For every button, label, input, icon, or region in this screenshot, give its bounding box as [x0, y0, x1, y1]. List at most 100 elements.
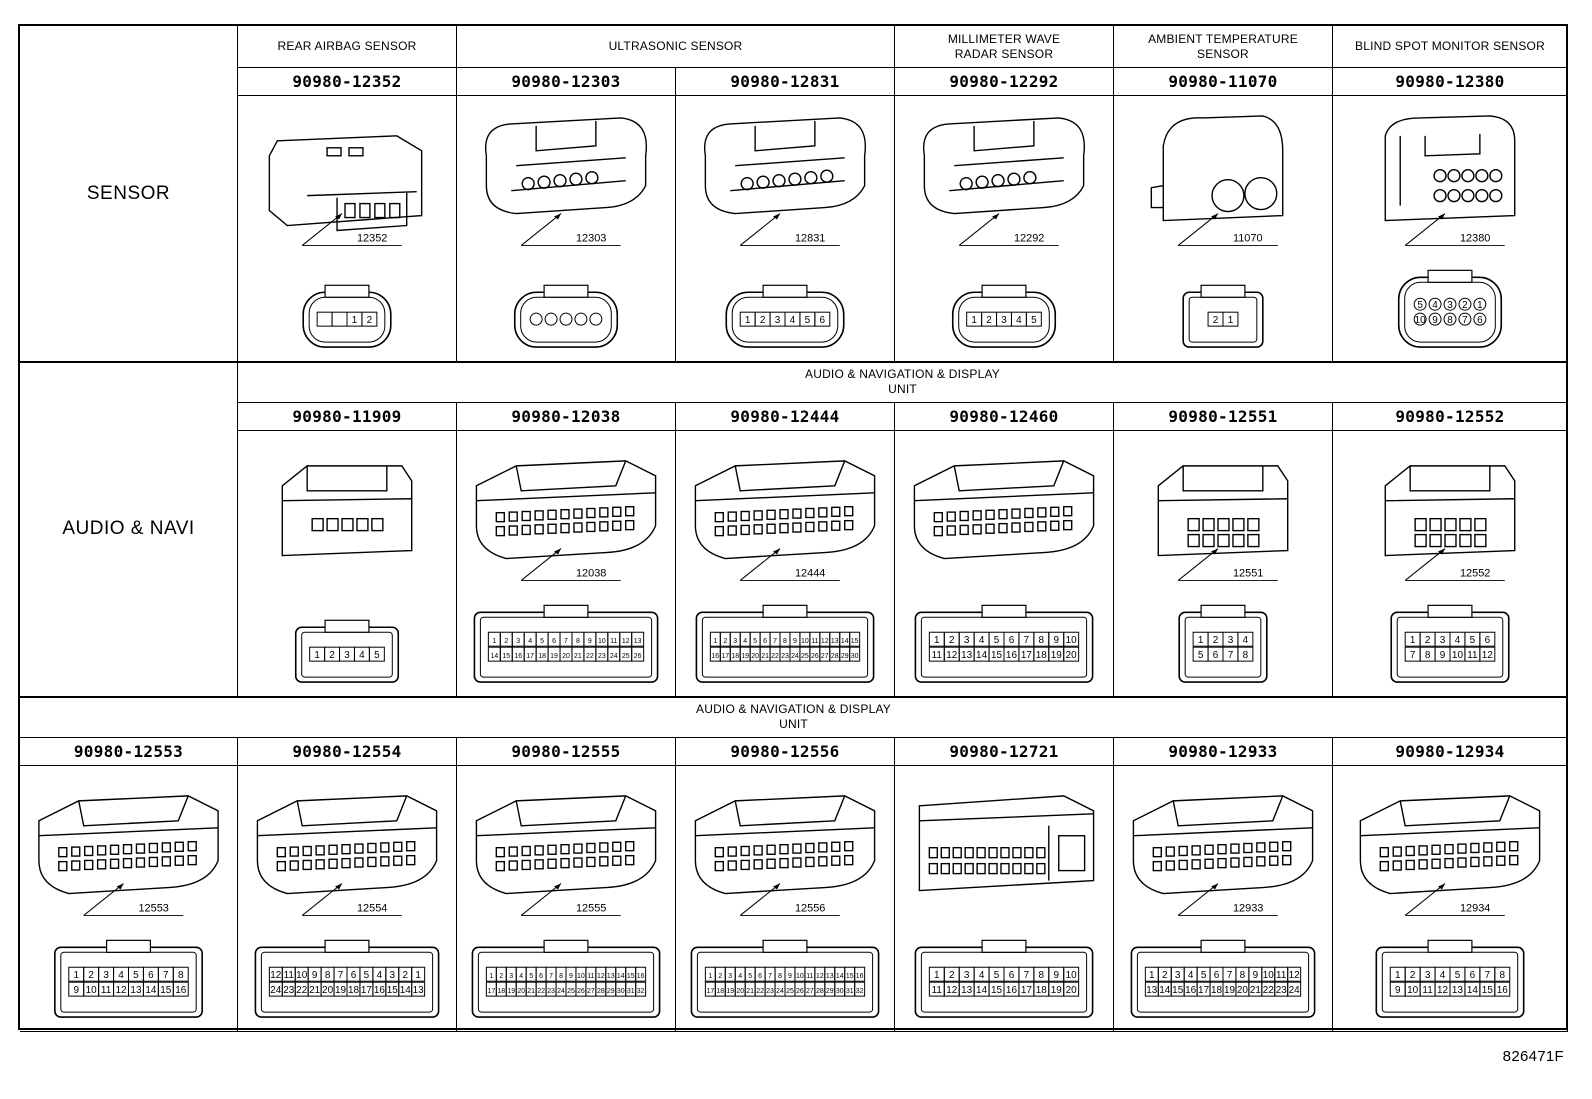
pin-number: 10: [1415, 315, 1427, 326]
pin-number: 7: [773, 638, 777, 645]
pin-number: 3: [509, 973, 513, 980]
pin-number: 3: [733, 638, 737, 645]
pin-number: 1: [1477, 300, 1483, 311]
pin-number: 19: [335, 985, 347, 996]
pin-number: 14: [145, 985, 157, 996]
pin-number: 19: [741, 653, 749, 660]
pin-number: 1: [1395, 970, 1401, 981]
pin-number: 7: [1410, 650, 1416, 661]
pin-number: 12: [622, 638, 630, 645]
pin-number: 6: [539, 973, 543, 980]
pin-number: 2: [402, 970, 408, 981]
part-callout: 12292: [958, 213, 1059, 246]
pin-number: 7: [1228, 650, 1234, 661]
pin-number: 10: [86, 985, 98, 996]
pin-number: 15: [991, 985, 1003, 996]
part-callout-label: 12380: [1460, 232, 1490, 244]
part-callout: 12556: [739, 883, 840, 916]
part-number: 90980-12444: [676, 403, 895, 431]
pin-number: 10: [1452, 650, 1464, 661]
pin-number: 20: [517, 988, 525, 995]
pin-number: 2: [88, 970, 94, 981]
pin-number: 6: [1485, 635, 1491, 646]
pin-number: 24: [270, 985, 282, 996]
connector-body-drawing: [918, 795, 1095, 892]
connector-body-drawing: [475, 460, 657, 560]
part-callout: 12554: [301, 883, 402, 916]
pin-number: 17: [1021, 985, 1033, 996]
pin-number: 18: [1211, 985, 1223, 996]
pin-number: 12: [116, 985, 128, 996]
pin-number: 13: [413, 985, 425, 996]
pin-number: 23: [766, 988, 774, 995]
pin-cavity: [1063, 981, 1080, 997]
pin-number: 12: [1289, 970, 1301, 981]
pin-number: 11: [610, 638, 617, 645]
pin-number: 13: [961, 650, 973, 661]
pin-number: 14: [617, 973, 625, 980]
pin-number: 17: [706, 988, 714, 995]
pin-number: 11: [811, 638, 818, 645]
pin-number: 12: [946, 650, 958, 661]
pin-number: 2: [1425, 635, 1431, 646]
pin-cavity: [544, 312, 558, 326]
pin-number: 15: [627, 973, 635, 980]
part-callout-label: 12292: [1014, 232, 1044, 244]
pin-number: 11: [1467, 650, 1478, 661]
pin-number: 6: [1470, 970, 1476, 981]
pin-number: 8: [1500, 970, 1506, 981]
pin-number: 6: [1477, 315, 1483, 326]
figure-id: 826471F: [1502, 1048, 1564, 1065]
pin-number: 8: [783, 638, 787, 645]
pin-number: 17: [526, 653, 534, 660]
pin-number: 10: [296, 970, 308, 981]
pin-number: 4: [528, 638, 532, 645]
part-callout: 12551: [1177, 548, 1278, 581]
pin-number: 12: [597, 973, 605, 980]
part-callout: 12934: [1404, 883, 1505, 916]
pin-number: 19: [726, 988, 734, 995]
pin-cavity: [316, 311, 333, 327]
pin-number: 4: [979, 635, 985, 646]
component-header: AUDIO & NAVIGATION & DISPLAY UNIT: [238, 361, 1568, 403]
pin-number: 19: [1224, 985, 1236, 996]
connector-body-drawing: [922, 117, 1086, 215]
pin-number: 5: [364, 970, 370, 981]
part-number: 90980-12551: [1114, 403, 1333, 431]
pin-cavity: [854, 966, 866, 982]
component-header: BLIND SPOT MONITOR SENSOR: [1333, 26, 1568, 68]
pin-number: 13: [961, 985, 973, 996]
pin-number: 19: [1051, 650, 1063, 661]
part-number: 90980-12038: [457, 403, 676, 431]
pin-number: 1: [489, 973, 493, 980]
pin-number: 23: [283, 985, 295, 996]
pin-number: 3: [728, 973, 732, 980]
pin-number: 7: [1024, 635, 1030, 646]
pin-number: 2: [949, 970, 955, 981]
part-callout: 12303: [520, 213, 621, 246]
pin-number: 17: [487, 988, 495, 995]
part-callout-label: 12555: [576, 902, 606, 914]
pin-cavity: [1025, 311, 1042, 327]
pin-number: 24: [791, 653, 799, 660]
pin-number: 2: [499, 973, 503, 980]
pin-number: 6: [552, 638, 556, 645]
part-callout-label: 12553: [138, 902, 168, 914]
pin-number: 3: [964, 970, 970, 981]
pin-number: 11: [1276, 970, 1287, 981]
pin-number: 11: [932, 985, 943, 996]
part-number: 90980-11070: [1114, 68, 1333, 96]
pin-number: 22: [586, 653, 594, 660]
part-callout: 12555: [520, 883, 621, 916]
pin-number: 7: [1227, 970, 1233, 981]
pin-number: 16: [1497, 985, 1509, 996]
pin-number: 2: [1213, 635, 1219, 646]
